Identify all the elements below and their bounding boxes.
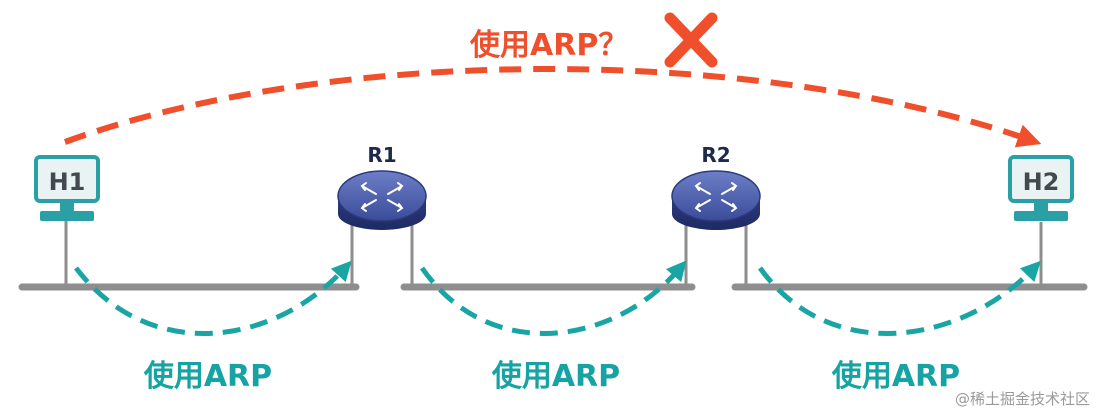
top-arp-label: 使用ARP？ [469,28,628,63]
segment-2-arp-label: 使用ARP [491,359,620,394]
cross-icon [664,12,718,68]
segment-2-arp-arrow [419,260,687,336]
top-arp-arrow [63,66,1042,148]
watermark: @稀土掘金技术社区 [955,390,1090,408]
router-r2: R2 [671,143,761,230]
segment-3-arp-arrow [757,260,1041,336]
host-h2: H2 [1008,155,1074,221]
host-h1-label: H1 [49,168,86,196]
network-lines [18,220,1088,291]
router-r1: R1 [337,143,427,230]
segment-3-arp-label: 使用ARP [831,359,960,394]
segment-1-arp-arrow [74,260,352,336]
router-arrows-icon [360,182,404,212]
host-h1: H1 [34,155,100,221]
router-r1-label: R1 [367,143,396,167]
segment-1-arp-label: 使用ARP [143,359,272,394]
router-arrows-icon [694,182,738,212]
router-r2-label: R2 [701,143,730,167]
host-h2-label: H2 [1023,168,1060,196]
